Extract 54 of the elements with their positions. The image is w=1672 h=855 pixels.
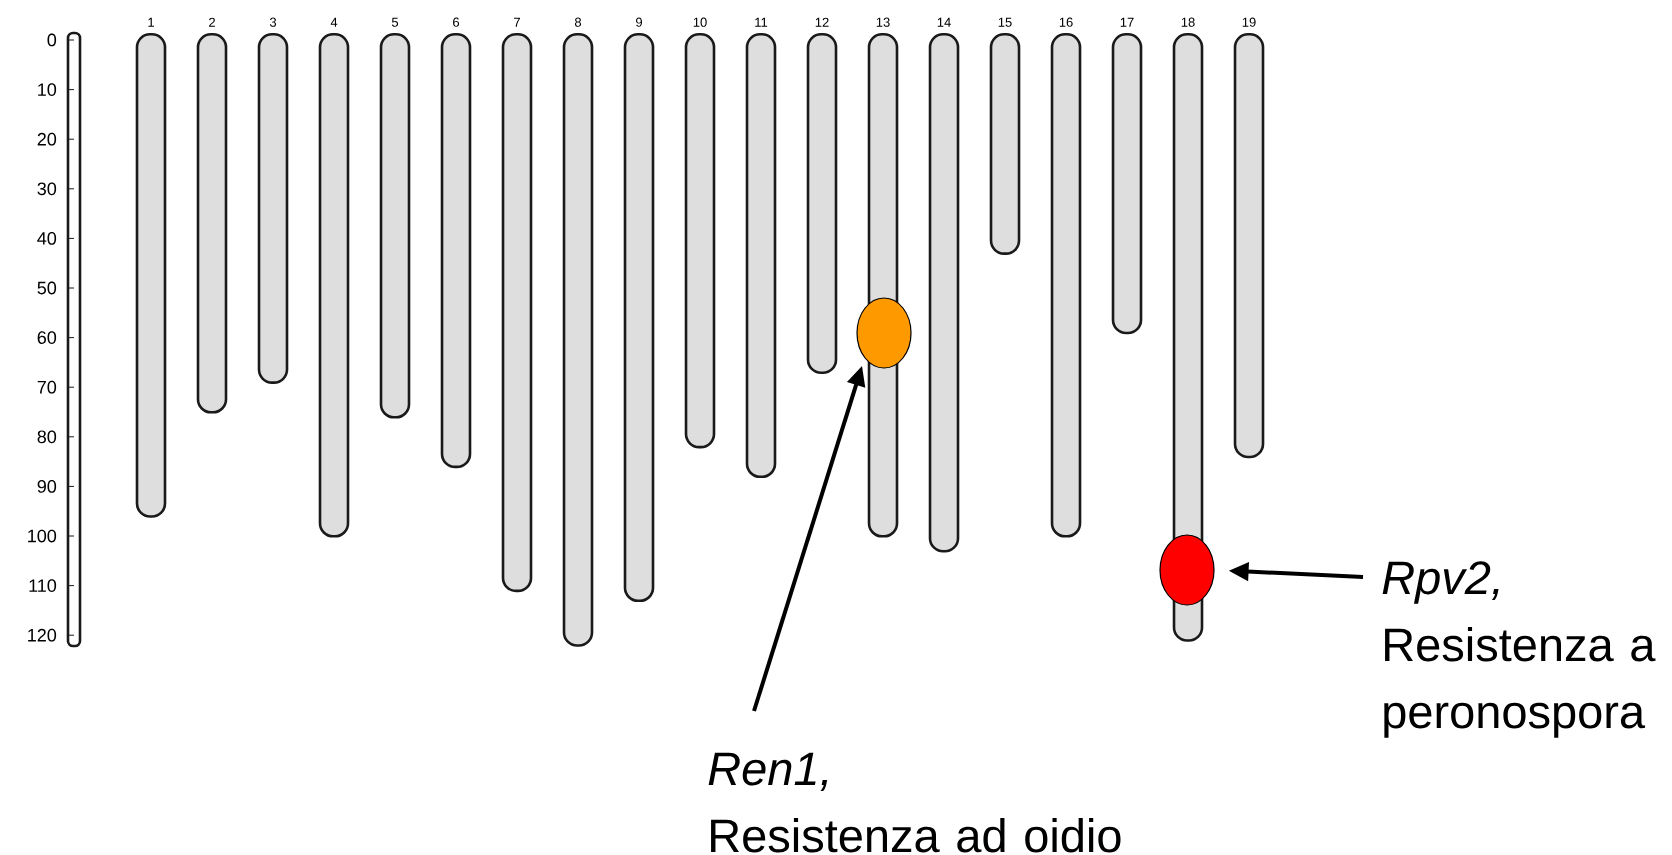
- chromosome-bar: 9: [623, 17, 655, 603]
- tick-label: 10: [38, 83, 57, 96]
- node-label: 7: [514, 17, 520, 27]
- node-label: 11: [755, 17, 768, 27]
- chromosome-bar: 1: [135, 17, 167, 518]
- chromosome-bar: 3: [257, 17, 289, 384]
- chromosome-bar: 11: [745, 17, 777, 479]
- chromosome-bar: 6: [440, 17, 472, 469]
- node-label: 4: [330, 17, 338, 27]
- node-label: 16: [1059, 17, 1073, 27]
- annotation-text: Ren1, Resistenza ad oidio: [708, 752, 1121, 853]
- tick-label: 30: [37, 182, 57, 196]
- marker-dot: [856, 297, 912, 369]
- node-label: 10: [693, 17, 707, 27]
- node-label: 19: [1242, 17, 1256, 27]
- annotation-text: Rpv2, Resistenza a peronospora: [1382, 561, 1656, 738]
- chromosome-bar: 16: [1050, 17, 1082, 538]
- tick-label: 80: [37, 430, 57, 444]
- node-label: 9: [636, 17, 643, 27]
- marker-dot: [1159, 534, 1215, 606]
- node-label: 13: [876, 17, 890, 27]
- node-label: 12: [815, 17, 829, 27]
- node-label: 2: [209, 17, 215, 27]
- tick-label: 20: [37, 132, 57, 146]
- chromosome-bar: 8: [562, 17, 594, 647]
- node-label: 6: [453, 17, 460, 27]
- chromosome-bar: 15: [989, 17, 1021, 255]
- node-label: 17: [1120, 17, 1134, 27]
- tick-label: 50: [37, 281, 57, 295]
- chromosome-bar: 14: [928, 17, 960, 553]
- chromosome-bar: 10: [684, 17, 716, 449]
- tick-label: 40: [37, 232, 57, 245]
- chromosome-bar: 17: [1111, 17, 1143, 335]
- tick-label: 90: [37, 480, 57, 493]
- tick-label: 120: [28, 628, 57, 642]
- node-label: 15: [998, 17, 1012, 27]
- node-label: 14: [937, 17, 951, 27]
- node-label: 3: [269, 17, 277, 27]
- tick-label: 110: [29, 579, 57, 592]
- tick-label: 70: [37, 380, 57, 394]
- node-label: 1: [148, 17, 154, 27]
- chromosome-bar: 19: [1233, 17, 1265, 459]
- node-label: 5: [391, 17, 399, 27]
- node-label: 8: [574, 17, 582, 27]
- chromosome-bar: 18: [1172, 17, 1204, 642]
- tick-label: 100: [28, 529, 57, 543]
- chromosome-bar: 5: [379, 17, 411, 419]
- node-label: 18: [1181, 17, 1195, 27]
- chromosome-bar: 7: [501, 17, 533, 593]
- chromosome-bar: 2: [196, 17, 228, 414]
- tick-label: 60: [37, 331, 57, 344]
- tick-label: 0: [47, 33, 57, 47]
- chromosome-bar: 4: [318, 17, 350, 538]
- chromosome-bar: 12: [806, 17, 838, 374]
